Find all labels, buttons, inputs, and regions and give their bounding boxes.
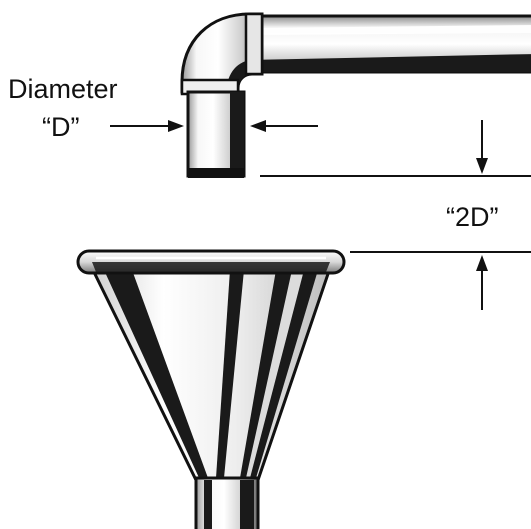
pipe-horizontal-highlight: [258, 25, 531, 35]
arrow-up-icon: [476, 255, 488, 271]
diameter-label: Diameter: [8, 74, 118, 104]
pipe-horizontal-collar: [244, 12, 264, 76]
funnel-streak-center: [216, 270, 244, 478]
pipe-outlet-shadow: [230, 92, 244, 176]
pipe-outlet-end: [188, 168, 244, 178]
arrow-left-icon: [250, 120, 266, 132]
diameter-dimension: Diameter “D”: [8, 74, 318, 142]
discharge-pipe: [180, 12, 531, 178]
gap-label: “2D”: [446, 202, 499, 232]
air-gap-dimension: “2D”: [260, 120, 531, 310]
funnel-neck-shadow-right: [240, 480, 254, 529]
drain-funnel: [76, 249, 346, 529]
funnel-streak-left: [104, 270, 208, 480]
pipe-horizontal-shadow: [248, 54, 531, 72]
arrow-down-icon: [476, 158, 488, 174]
diameter-symbol-label: “D”: [42, 112, 79, 142]
funnel-neck-shadow-left: [204, 480, 212, 529]
funnel-rim-inner-shadow: [92, 262, 330, 272]
funnel-highlight: [246, 270, 304, 478]
arrow-right-icon: [168, 120, 184, 132]
